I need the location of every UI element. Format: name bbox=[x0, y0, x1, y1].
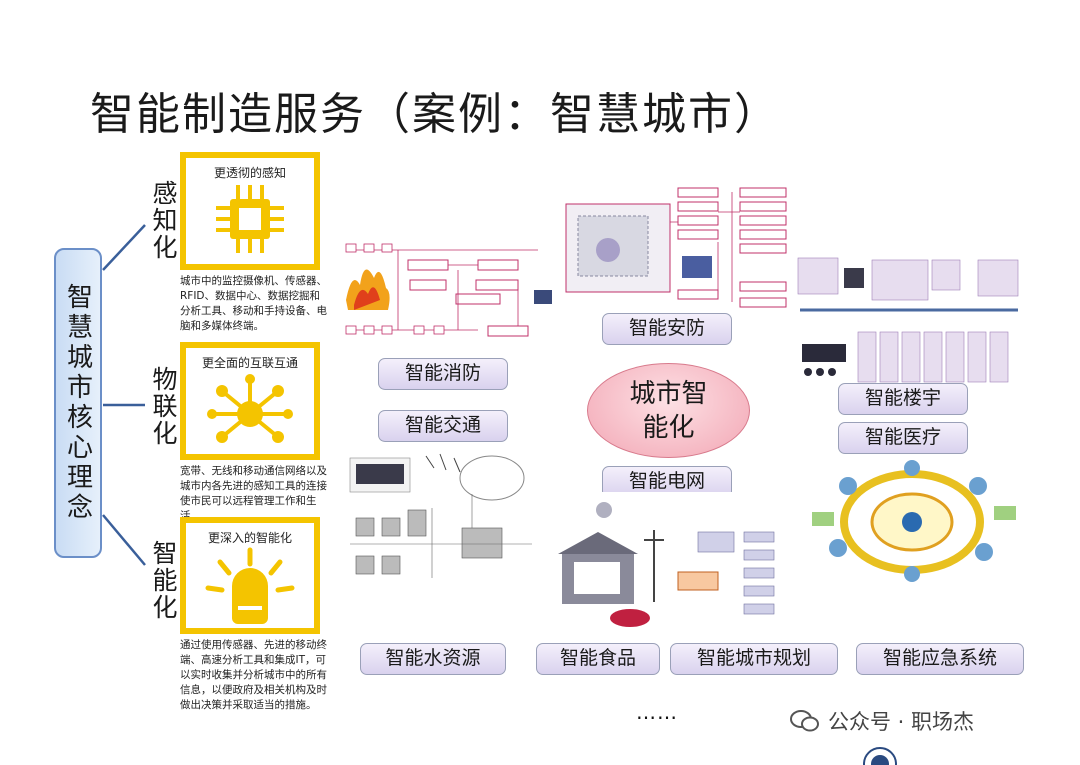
water-system-diagram bbox=[342, 448, 538, 596]
power-grid-diagram bbox=[548, 492, 800, 634]
connector-line bbox=[102, 514, 146, 566]
lightbulb-icon bbox=[205, 547, 295, 624]
category-security: 智能安防 bbox=[602, 313, 732, 345]
center-line-1: 城市智 bbox=[629, 378, 708, 409]
card-description: 宽带、无线和移动通信网络以及城市内各先进的感知工具的连接使市民可以远程管理工作和… bbox=[180, 465, 327, 522]
category-water: 智能水资源 bbox=[360, 643, 506, 675]
wechat-icon bbox=[790, 710, 819, 732]
category-food: 智能食品 bbox=[536, 643, 660, 675]
branch-label-connectivity: 物联化 bbox=[149, 366, 178, 447]
card-perception: 更透彻的感知 bbox=[180, 152, 320, 270]
network-hub-icon bbox=[207, 374, 293, 443]
card-intelligence: 更深入的智能化 bbox=[180, 517, 320, 634]
branch-connectors bbox=[102, 224, 146, 566]
card-connectivity: 更全面的互联互通 bbox=[180, 342, 320, 460]
card-description: 城市中的监控摄像机、传感器、RFID、数据中心、数据挖掘和分析工具、移动和手持设… bbox=[180, 275, 327, 332]
category-emergency: 智能应急系统 bbox=[856, 643, 1024, 675]
logo-seal-icon bbox=[863, 747, 897, 765]
card-description: 通过使用传感器、先进的移动终端、高速分析工具和集成IT，可以实时收集并分析城市中… bbox=[180, 639, 327, 711]
branch-label-intelligence: 智能化 bbox=[149, 540, 178, 621]
category-planning: 智能城市规划 bbox=[670, 643, 838, 675]
watermark-text: 公众号 · 职场杰 bbox=[828, 710, 975, 734]
watermark: 公众号 · 职场杰 bbox=[790, 706, 974, 736]
card-title: 更透彻的感知 bbox=[213, 166, 286, 180]
fire-system-diagram bbox=[338, 230, 560, 360]
card-title: 更全面的互联互通 bbox=[201, 356, 298, 370]
category-fire: 智能消防 bbox=[378, 358, 508, 390]
building-system-diagram bbox=[792, 254, 1024, 388]
center-line-2: 能化 bbox=[642, 412, 695, 443]
branch-label-perception: 感知化 bbox=[149, 180, 178, 261]
category-building: 智能楼宇 bbox=[838, 383, 968, 415]
connector-line bbox=[102, 224, 146, 271]
more-ellipsis: …… bbox=[636, 700, 678, 724]
category-traffic: 智能交通 bbox=[378, 410, 508, 442]
core-concept-box: 智慧城市核心理念 bbox=[54, 248, 102, 558]
center-smart-city-ellipse: 城市智能化 bbox=[587, 363, 750, 458]
category-medical: 智能医疗 bbox=[838, 422, 968, 454]
chip-icon bbox=[216, 185, 284, 253]
medical-system-diagram bbox=[808, 456, 1022, 586]
card-title: 更深入的智能化 bbox=[207, 531, 292, 545]
page-title: 智能制造服务（案例：智慧城市） bbox=[90, 89, 780, 140]
core-concept-label: 智慧城市核心理念 bbox=[62, 283, 93, 523]
security-system-diagram bbox=[552, 182, 794, 312]
